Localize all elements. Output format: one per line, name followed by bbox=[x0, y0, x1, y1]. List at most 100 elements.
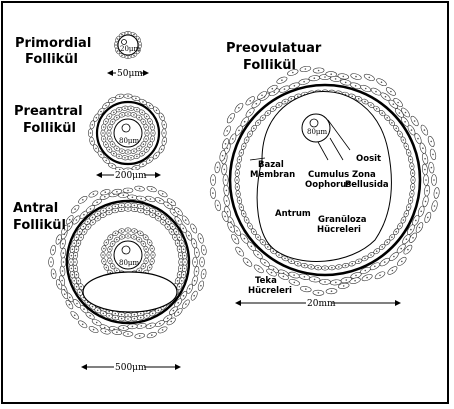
antral-granulosa-cell-nucleus bbox=[120, 204, 123, 207]
antral-cumulus-cell-nucleus bbox=[105, 266, 108, 269]
antral-theca-cell-nucleus bbox=[96, 201, 98, 204]
preovulatory-theca-cell-nucleus bbox=[282, 275, 285, 278]
antral-granulosa-cell-nucleus bbox=[133, 317, 136, 320]
antral-cumulus-cell-nucleus bbox=[116, 269, 118, 272]
preovulatory-scale-label: 20mm bbox=[307, 299, 336, 309]
antral-granulosa-cell-nucleus bbox=[157, 309, 160, 312]
preovulatory-granulosa-cell-nucleus bbox=[357, 260, 360, 263]
preantral-theca-cell-nucleus bbox=[142, 101, 144, 103]
label-bazal-line1: Bazal bbox=[258, 160, 284, 170]
antral-granulosa-cell-nucleus bbox=[170, 231, 173, 233]
preantral-granulosa-cell-nucleus bbox=[105, 143, 107, 146]
preovulatory-granulosa-cell-nucleus bbox=[351, 262, 354, 265]
preovulatory-granulosa-cell-nucleus bbox=[395, 230, 398, 233]
antral-theca-cell-nucleus bbox=[140, 197, 142, 200]
preovulatory-granulosa-cell-nucleus bbox=[370, 254, 372, 256]
preovulatory-theca-cell-nucleus bbox=[380, 81, 383, 83]
label-teka-line2: Hücreleri bbox=[248, 286, 292, 296]
preovulatory-theca-cell-nucleus bbox=[423, 129, 426, 131]
preovulatory-theca-cell-nucleus bbox=[422, 147, 424, 149]
preovulatory-granulosa-cell-nucleus bbox=[409, 199, 412, 202]
antral-granulosa-cell-nucleus bbox=[96, 309, 99, 312]
preovulatory-theca-cell-nucleus bbox=[364, 87, 367, 90]
antral-theca-cell-nucleus bbox=[69, 296, 71, 299]
preovulatory-granulosa-cell-nucleus bbox=[399, 133, 401, 135]
antral-theca-cell-nucleus bbox=[62, 261, 65, 263]
preantral-granulosa-cell-nucleus bbox=[133, 114, 135, 116]
preovulatory-theca-cell-nucleus bbox=[425, 179, 427, 181]
label-antrum: Antrum bbox=[275, 209, 311, 219]
preovulatory-theca-cell-nucleus bbox=[426, 189, 428, 192]
preovulatory-theca-cell-nucleus bbox=[236, 230, 238, 232]
preovulatory-theca-cell-nucleus bbox=[293, 85, 296, 87]
antral-theca-cell-nucleus bbox=[172, 309, 175, 312]
antral-cumulus-cell-nucleus bbox=[105, 241, 108, 244]
preantral-granulosa-cell-nucleus bbox=[141, 111, 143, 114]
preovulatory-granulosa-cell-nucleus bbox=[297, 262, 299, 265]
antral-granulosa-cell-nucleus bbox=[139, 316, 142, 319]
oosit-leader bbox=[327, 119, 351, 151]
preovulatory-granulosa-cell-nucleus bbox=[253, 230, 255, 233]
antral-granulosa-cell-nucleus bbox=[114, 205, 117, 208]
preovulatory-theca-cell-nucleus bbox=[249, 100, 251, 102]
preantral-granulosa-cell-nucleus bbox=[142, 121, 145, 123]
preantral-theca-cell-nucleus bbox=[95, 116, 98, 119]
preantral-granulosa-cell-nucleus bbox=[152, 132, 154, 134]
antral-granulosa-cell-nucleus bbox=[74, 261, 76, 263]
antral-theca-cell-nucleus bbox=[182, 227, 184, 230]
preovulatory-theca-cell-nucleus bbox=[400, 247, 403, 250]
antral-oocyte-size: 80μm bbox=[119, 259, 139, 267]
primordial-granulosa-cell-nucleus bbox=[127, 32, 129, 34]
preovulatory-theca-cell-nucleus bbox=[258, 268, 260, 270]
preovulatory-theca-cell-nucleus bbox=[303, 276, 306, 278]
antral-granulosa-cell-nucleus bbox=[146, 207, 148, 209]
preantral-theca-cell-nucleus bbox=[149, 104, 151, 107]
preovulatory-theca-cell-nucleus bbox=[303, 80, 305, 83]
antral-title-line1: Antral bbox=[13, 201, 58, 216]
antral-theca-cell-nucleus bbox=[185, 303, 187, 305]
preovulatory-granulosa-cell-nucleus bbox=[257, 122, 259, 124]
preovulatory-granulosa-cell-nucleus bbox=[284, 257, 286, 260]
primordial-granulosa-cell-nucleus bbox=[137, 50, 140, 52]
preovulatory-theca-cell-nucleus bbox=[412, 237, 414, 239]
antral-granulosa-cell-nucleus bbox=[87, 226, 90, 228]
preovulatory-granulosa-cell-nucleus bbox=[262, 241, 264, 243]
antral-cumulus-cell-nucleus bbox=[103, 260, 105, 263]
preantral-theca-cell-nucleus bbox=[142, 163, 144, 165]
preovulatory-granulosa-cell-nucleus bbox=[253, 127, 255, 130]
antral-granulosa-cell-nucleus bbox=[80, 285, 82, 288]
preantral-granulosa-cell-nucleus bbox=[149, 120, 151, 123]
preantral-theca-cell-nucleus bbox=[105, 104, 107, 107]
preovulatory-theca-cell-nucleus bbox=[404, 121, 406, 123]
antral-theca-cell-nucleus bbox=[177, 311, 180, 314]
antral-granulosa-cell-nucleus bbox=[151, 214, 154, 216]
preovulatory-theca-cell-nucleus bbox=[418, 226, 421, 229]
preovulatory-theca-cell-nucleus bbox=[432, 153, 434, 156]
preovulatory-theca-cell-nucleus bbox=[243, 120, 246, 123]
preovulatory-theca-cell-nucleus bbox=[330, 73, 333, 75]
antral-scale-label: 500μm bbox=[115, 363, 147, 373]
preovulatory-theca-cell-nucleus bbox=[270, 271, 273, 274]
preantral-granulosa-cell-nucleus bbox=[142, 143, 145, 145]
primordial-granulosa-cell-nucleus bbox=[133, 33, 135, 36]
antral-granulosa-cell-nucleus bbox=[139, 312, 142, 315]
primordial-granulosa-cell-nucleus bbox=[137, 38, 140, 40]
preovulatory-theca-cell-nucleus bbox=[420, 210, 423, 213]
preovulatory-theca-cell-nucleus bbox=[345, 279, 348, 281]
antral-theca-cell-nucleus bbox=[63, 293, 66, 296]
antral-cumulus-cell-nucleus bbox=[109, 236, 112, 239]
preantral-granulosa-cell-nucleus bbox=[146, 132, 148, 134]
preovulatory-theca-cell-nucleus bbox=[424, 200, 427, 203]
antral-granulosa-cell-nucleus bbox=[181, 280, 183, 282]
preovulatory-granulosa-cell-nucleus bbox=[386, 241, 389, 243]
preantral-theca-cell-nucleus bbox=[148, 159, 151, 161]
antral-cumulus-cell-nucleus bbox=[152, 254, 154, 256]
preantral-granulosa-cell-nucleus bbox=[145, 138, 147, 140]
preovulatory-granulosa-cell-nucleus bbox=[284, 100, 286, 103]
preovulatory-theca-cell-nucleus bbox=[342, 75, 345, 78]
antral-granulosa-cell-nucleus bbox=[92, 221, 94, 224]
preovulatory-theca-cell-nucleus bbox=[398, 112, 401, 114]
antral-theca-cell-nucleus bbox=[62, 252, 65, 254]
antral-granulosa-cell-nucleus bbox=[181, 242, 183, 244]
antral-granulosa-cell-nucleus bbox=[91, 305, 94, 308]
